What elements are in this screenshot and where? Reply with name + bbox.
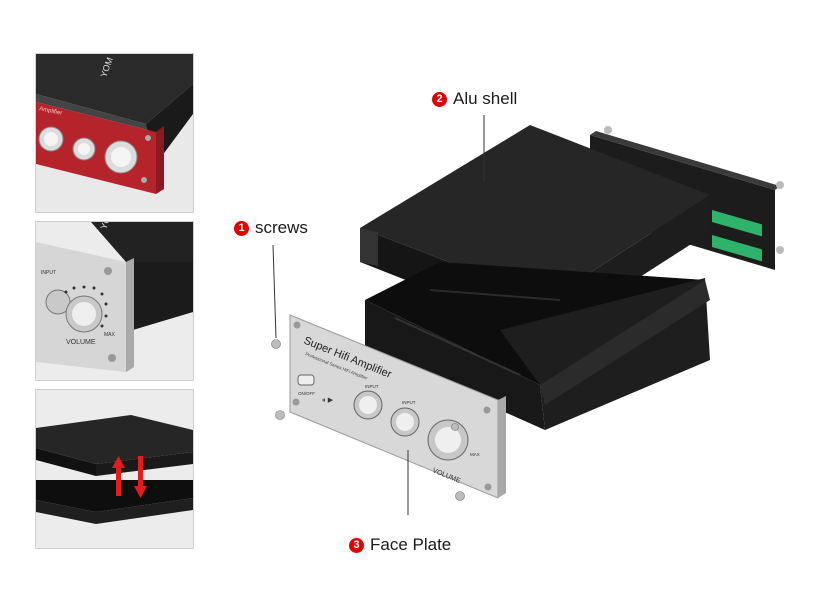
input-label: INPUT — [365, 384, 379, 389]
screw-icon — [451, 423, 459, 431]
exploded-amplifier-illustration: Super Hifi Amplifier Professional Series… — [271, 115, 784, 515]
callout-number-badge: 3 — [349, 537, 364, 553]
shell-slide-image — [36, 390, 193, 548]
callout-screws: 1 screws — [234, 218, 308, 238]
play-pause-icon: ⏸ ▶ — [322, 396, 334, 404]
thumbnail-shell-slide[interactable] — [35, 389, 194, 549]
volume-label: VOLUME — [66, 339, 96, 346]
thumbnail-red-faceplate[interactable]: YOM Amplifier — [35, 53, 194, 213]
callout-alu-shell: 2 Alu shell — [432, 89, 517, 109]
max-label: MAX — [470, 452, 480, 457]
callout-label: Alu shell — [453, 89, 518, 108]
callout-number-badge: 2 — [432, 91, 447, 107]
down-arrow-icon — [134, 456, 147, 498]
red-faceplate-image: YOM Amplifier — [36, 54, 193, 212]
screw-icon — [275, 410, 285, 420]
terminal-block-green — [712, 209, 762, 237]
callout-face-plate: 3 Face Plate — [349, 535, 451, 555]
screw-icon — [455, 491, 465, 501]
input-label: INPUT — [402, 400, 416, 405]
screw-icon — [776, 246, 784, 254]
power-switch — [297, 374, 315, 386]
up-arrow-icon — [112, 456, 125, 496]
brand-text: YO — [98, 222, 112, 231]
input-label: INPUT — [41, 270, 56, 276]
callout-number-badge: 1 — [234, 220, 249, 236]
callout-label: screws — [255, 218, 308, 237]
max-label: MAX — [104, 332, 116, 338]
leader-line-screws — [272, 244, 277, 339]
face-plate: Super Hifi Amplifier Professional Series… — [289, 314, 506, 499]
screw-icon — [271, 339, 281, 349]
plate-text: Amplifier — [39, 106, 63, 117]
thumbnail-volume-knob[interactable]: INPUT VOLUME MAX YO — [35, 221, 194, 381]
onoff-label: ON/OFF — [298, 391, 315, 396]
screw-icon — [776, 181, 784, 189]
alu-shell-bottom — [365, 262, 710, 430]
screw-icon — [604, 126, 612, 134]
terminal-block-green — [712, 234, 762, 262]
volume-knob-image: INPUT VOLUME MAX YO — [36, 222, 193, 380]
callout-label: Face Plate — [370, 535, 452, 554]
